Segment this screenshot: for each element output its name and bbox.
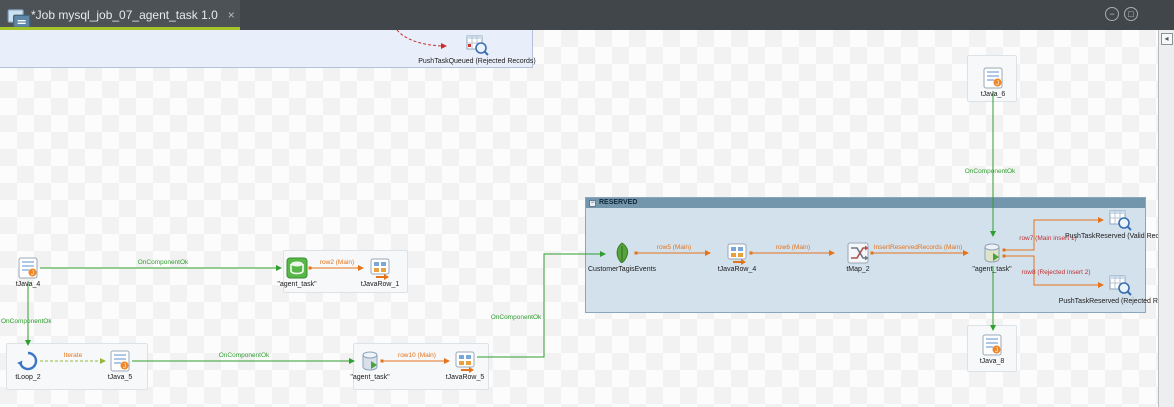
- minimize-view-button[interactable]: −: [1105, 7, 1119, 21]
- javarow-grid-icon: [725, 241, 749, 265]
- component-tjava4[interactable]: J tJava_4: [0, 256, 88, 289]
- svg-text:J: J: [31, 271, 34, 277]
- subjob-reserved-title: RESERVED: [599, 199, 638, 206]
- palette-collapsed-strip: ◂: [1158, 30, 1174, 407]
- component-tmap2[interactable]: tMap_2: [798, 241, 918, 274]
- editor-tab-bar: *Job mysql_job_07_agent_task 1.0 × − □: [0, 0, 1174, 30]
- component-label: PushTaskQueued (Rejected Records): [418, 58, 536, 65]
- link-label[interactable]: OnComponentOk: [490, 314, 542, 321]
- link-label[interactable]: row2 (Main): [319, 259, 355, 266]
- component-tjavarow1[interactable]: tJavaRow_1: [320, 256, 440, 289]
- component-label: tJavaRow_5: [445, 374, 485, 381]
- grid-magnifier-icon: [1108, 273, 1132, 297]
- link-label[interactable]: OnComponentOk: [137, 259, 189, 266]
- grid-magnifier-icon: [1108, 208, 1132, 232]
- link-label[interactable]: OnComponentOk: [218, 352, 270, 359]
- component-label: tJava_4: [15, 281, 41, 288]
- link-label[interactable]: InsertReservedRecords (Main): [873, 244, 963, 251]
- component-label: tLoop_2: [15, 374, 41, 381]
- component-agent-task-db[interactable]: "agent_task": [310, 349, 430, 382]
- javarow-grid-icon: [453, 349, 477, 373]
- link-label[interactable]: row7 (Main insert 1): [1019, 235, 1077, 242]
- component-tjavarow5[interactable]: tJavaRow_5: [405, 349, 525, 382]
- component-label: "agent_task": [350, 374, 390, 381]
- database-cylinder-icon: [980, 241, 1004, 265]
- component-tloop2[interactable]: tLoop_2: [0, 349, 88, 382]
- component-agent-task-output[interactable]: "agent_task": [237, 256, 357, 289]
- component-label: PushTaskReserved (Rejected Records): [1058, 298, 1158, 305]
- subjob-reserved-titlebar: − RESERVED: [586, 198, 1145, 208]
- link-label[interactable]: row8 (Rejected insert 2): [1021, 269, 1091, 276]
- component-label: tJava_6: [980, 91, 1006, 98]
- component-label: CustomerTagisEvents: [587, 266, 657, 273]
- component-label: "agent_task": [972, 266, 1012, 273]
- link-label[interactable]: OnComponentOk: [964, 168, 1016, 175]
- subjob-collapse-icon[interactable]: −: [589, 199, 596, 207]
- java-document-icon: J: [981, 66, 1005, 90]
- component-label: tJavaRow_4: [717, 266, 757, 273]
- loop-arrow-icon: [16, 349, 40, 373]
- component-push-task-reserved-valid[interactable]: PushTaskReserved (Valid Records): [1060, 208, 1158, 241]
- component-push-task-reserved-rejected[interactable]: PushTaskReserved (Rejected Records): [1058, 273, 1158, 306]
- leaf-icon: [610, 241, 634, 265]
- grid-magnifier-icon: [465, 33, 489, 57]
- component-tjava5[interactable]: J tJava_5: [60, 349, 180, 382]
- link-label[interactable]: row6 (Main): [775, 244, 811, 251]
- svg-text:J: J: [995, 348, 998, 354]
- tmap-cross-arrows-icon: [846, 241, 870, 265]
- svg-text:J: J: [996, 81, 999, 87]
- component-tjavarow4[interactable]: tJavaRow_4: [677, 241, 797, 274]
- component-customer-tagis-events[interactable]: CustomerTagisEvents: [562, 241, 682, 274]
- tab-close-icon[interactable]: ×: [227, 8, 235, 22]
- java-document-icon: J: [16, 256, 40, 280]
- active-tab-underline: [0, 27, 240, 30]
- component-tjava8[interactable]: J tJava_8: [932, 333, 1052, 366]
- palette-expand-button[interactable]: ◂: [1160, 33, 1173, 45]
- component-label: tJava_8: [979, 358, 1005, 365]
- component-label: tJavaRow_1: [360, 281, 400, 288]
- job-design-canvas[interactable]: − RESERVED: [0, 30, 1158, 407]
- tab-title: *Job mysql_job_07_agent_task 1.0: [31, 8, 218, 22]
- component-label: PushTaskReserved (Valid Records): [1065, 233, 1158, 240]
- link-label[interactable]: row5 (Main): [656, 244, 692, 251]
- maximize-view-button[interactable]: □: [1124, 7, 1138, 21]
- link-label[interactable]: OnComponentOk: [1, 318, 52, 325]
- green-database-write-icon: [285, 256, 309, 280]
- component-push-task-queued[interactable]: PushTaskQueued (Rejected Records): [417, 33, 537, 66]
- job-icon: [7, 6, 31, 28]
- java-document-icon: J: [108, 349, 132, 373]
- component-label: tJava_5: [107, 374, 133, 381]
- component-label: "agent_task": [277, 281, 317, 288]
- subjob-box-tjava6: [967, 55, 1017, 102]
- svg-text:J: J: [123, 364, 126, 370]
- java-document-icon: J: [980, 333, 1004, 357]
- javarow-grid-icon: [368, 256, 392, 280]
- link-label[interactable]: row10 (Main): [398, 352, 436, 359]
- view-controls: − □: [1105, 7, 1138, 21]
- link-label[interactable]: Iterate: [63, 352, 83, 359]
- component-agent-task-reserved[interactable]: "agent_task": [932, 241, 1052, 274]
- tab-job-mysql[interactable]: *Job mysql_job_07_agent_task 1.0 ×: [0, 0, 240, 30]
- component-tjava6[interactable]: J tJava_6: [933, 66, 1053, 99]
- database-cylinder-icon: [358, 349, 382, 373]
- component-label: tMap_2: [846, 266, 870, 273]
